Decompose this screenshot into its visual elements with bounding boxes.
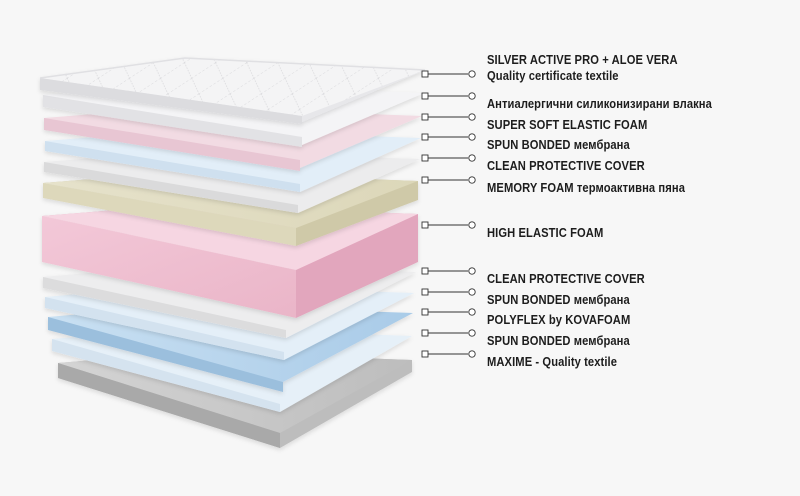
leader-memory-foam	[421, 176, 476, 184]
leader-circle-node	[468, 288, 476, 296]
leader-square-node	[421, 221, 429, 229]
leader-clean-cover-2	[421, 267, 476, 275]
leader-super-soft-foam	[421, 113, 476, 121]
label-clean-cover-2: CLEAN PROTECTIVE COVER	[487, 271, 645, 286]
leader-silver-active	[421, 70, 476, 78]
label-spun-bonded-2: SPUN BONDED мембрана	[487, 292, 630, 307]
leader-circle-node	[468, 113, 476, 121]
leader-circle-node	[468, 176, 476, 184]
leader-circle-node	[468, 350, 476, 358]
leader-square-node	[421, 92, 429, 100]
leader-square-node	[421, 133, 429, 141]
leader-circle-node	[468, 329, 476, 337]
label-memory-foam: MEMORY FOAM термоактивна пяна	[487, 180, 686, 195]
leader-square-node	[421, 70, 429, 78]
label-antiallergic-fibers: Антиалергични силиконизирани влакна	[487, 96, 712, 111]
label-spun-bonded-3: SPUN BONDED мембрана	[487, 333, 630, 348]
leader-square-node	[421, 176, 429, 184]
leader-spun-bonded-3	[421, 329, 476, 337]
label-maxime-textile: MAXIME - Quality textile	[487, 354, 618, 369]
leader-circle-node	[468, 154, 476, 162]
label-silver-active-line-2: Quality certificate textile	[487, 68, 619, 83]
leader-lines	[421, 70, 476, 358]
leader-square-node	[421, 288, 429, 296]
label-polyflex: POLYFLEX by KOVAFOAM	[487, 312, 631, 327]
leader-circle-node	[468, 133, 476, 141]
leader-circle-node	[468, 308, 476, 316]
layer-silver-active	[39, 57, 426, 124]
leader-maxime-textile	[421, 350, 476, 358]
label-clean-cover-1: CLEAN PROTECTIVE COVER	[487, 158, 645, 173]
leader-square-node	[421, 308, 429, 316]
leader-square-node	[421, 154, 429, 162]
label-high-elastic-foam: HIGH ELASTIC FOAM	[487, 225, 604, 240]
leader-circle-node	[468, 267, 476, 275]
leader-circle-node	[468, 70, 476, 78]
leader-high-elastic-foam	[421, 221, 476, 229]
leader-antiallergic-fibers	[421, 92, 476, 100]
leader-square-node	[421, 329, 429, 337]
leader-square-node	[421, 267, 429, 275]
leader-square-node	[421, 350, 429, 358]
leader-spun-bonded-2	[421, 288, 476, 296]
label-super-soft-foam: SUPER SOFT ELASTIC FOAM	[487, 117, 648, 132]
leader-circle-node	[468, 92, 476, 100]
label-silver-active-line-1: SILVER ACTIVE PRO + ALOE VERA	[487, 52, 678, 67]
leader-circle-node	[468, 221, 476, 229]
leader-spun-bonded-1	[421, 133, 476, 141]
label-spun-bonded-1: SPUN BONDED мембрана	[487, 137, 630, 152]
leader-polyflex	[421, 308, 476, 316]
leader-clean-cover-1	[421, 154, 476, 162]
leader-square-node	[421, 113, 429, 121]
